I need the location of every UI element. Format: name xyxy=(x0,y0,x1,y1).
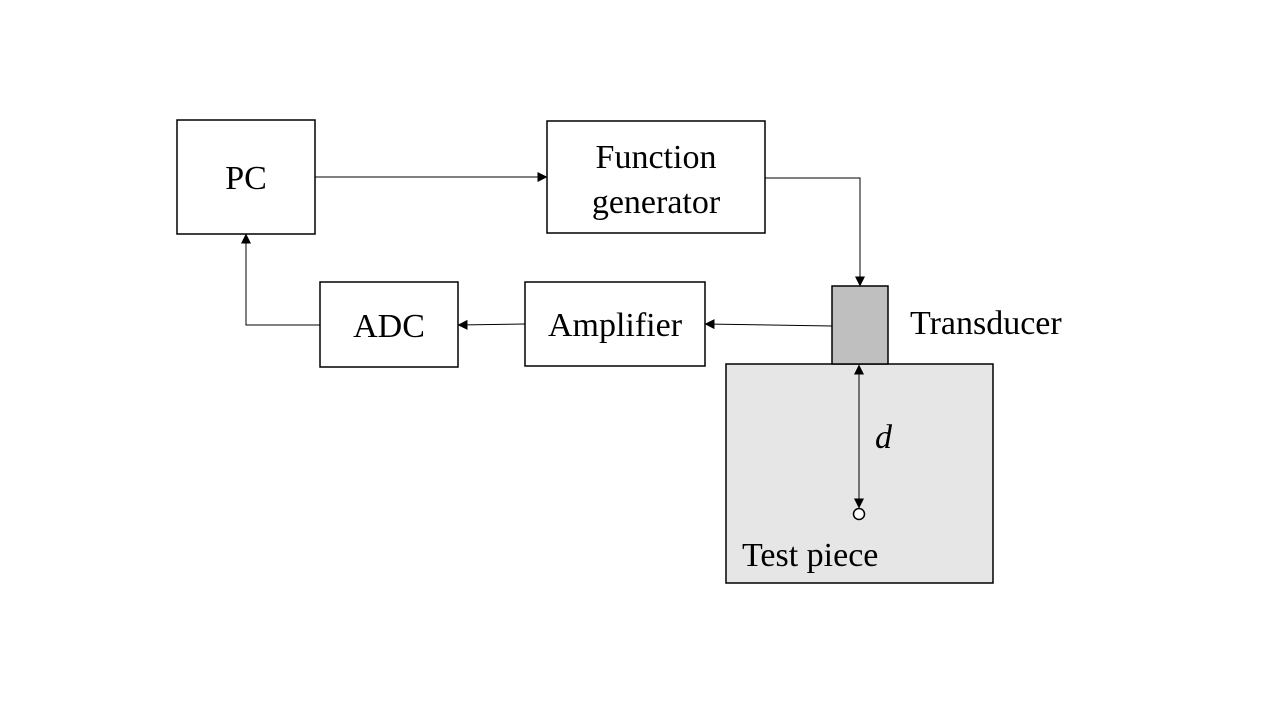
arrow-transducer-to-amplifier xyxy=(704,319,833,330)
amplifier-box xyxy=(524,281,706,367)
pc-box xyxy=(176,119,316,235)
function-generator-box xyxy=(546,120,766,234)
defect-marker xyxy=(852,507,866,521)
adc-label: ADC xyxy=(353,308,425,345)
function-generator-label-line-1: Function xyxy=(596,139,717,176)
distance-d-label: d xyxy=(875,419,893,456)
function-generator-label-line-2: generator xyxy=(592,184,721,221)
arrow-adc-to-pc xyxy=(241,233,320,326)
arrow-function-generator-to-transducer xyxy=(765,177,865,287)
test-piece-label: Test piece xyxy=(742,537,878,574)
pc-label: PC xyxy=(225,160,267,197)
adc-box xyxy=(319,281,459,368)
transducer-label: Transducer xyxy=(910,305,1062,342)
arrow-amplifier-to-adc xyxy=(457,319,526,330)
transducer-block xyxy=(831,285,889,365)
amplifier-label: Amplifier xyxy=(548,307,683,344)
